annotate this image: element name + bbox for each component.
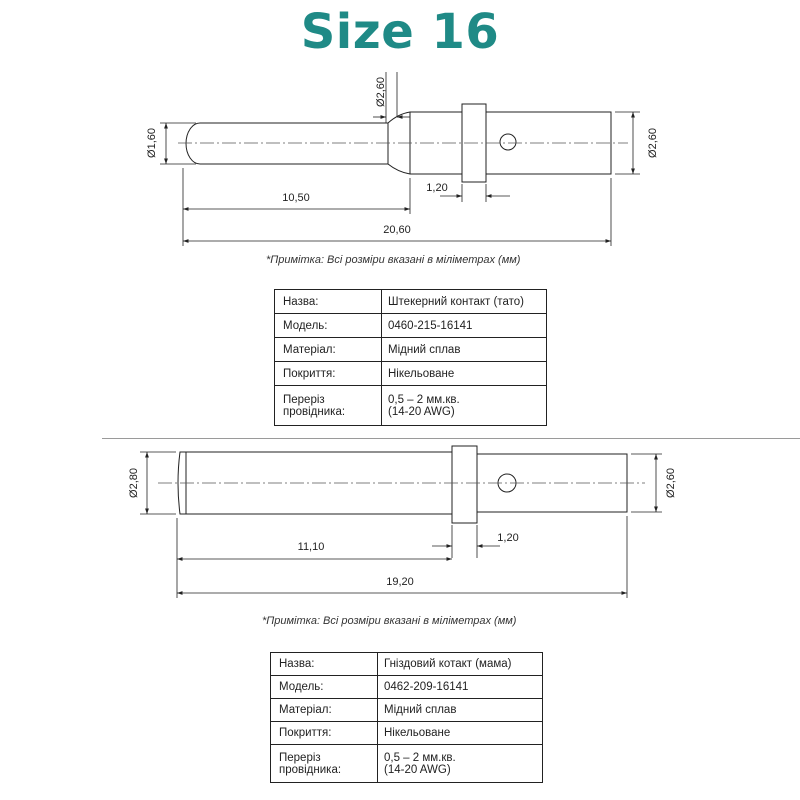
spec-section-label-line2: провідника: — [279, 763, 342, 776]
table-row: Матеріал: Мідний сплав — [274, 337, 547, 362]
spec-section-label: Переріз провідника: — [274, 385, 382, 426]
spec-section-label-line1: Переріз — [279, 751, 321, 764]
female-note: *Примітка: Всі розміри вказані в мілімет… — [262, 615, 517, 627]
male-pin-dimensions — [160, 72, 640, 246]
male-pin-tip — [185, 122, 389, 165]
spec-material-value: Мідний сплав — [381, 337, 547, 362]
dim-female-front-diameter: Ø2,80 — [128, 468, 140, 498]
female-spec-table: Назва: Гніздовий котакт (мама) Модель: 0… — [270, 652, 543, 783]
male-spec-table: Назва: Штекерний контакт (тато) Модель: … — [274, 289, 547, 426]
table-row: Матеріал: Мідний сплав — [270, 698, 543, 722]
female-socket-dimension-labels: Ø2,80 Ø2,60 11,10 1,20 19,20 — [128, 468, 677, 588]
spec-coating-label: Покриття: — [270, 721, 378, 745]
spec-model-value: 0462-209-16141 — [377, 675, 543, 699]
table-row: Покриття: Нікельоване — [274, 361, 547, 386]
spec-coating-label: Покриття: — [274, 361, 382, 386]
spec-name-label: Назва: — [270, 652, 378, 676]
table-row: Переріз провідника: 0,5 – 2 мм.кв. (14-2… — [270, 744, 543, 783]
spec-section-value-line2: (14-20 AWG) — [384, 763, 451, 776]
spec-name-value: Гніздовий котакт (мама) — [377, 652, 543, 676]
table-row: Переріз провідника: 0,5 – 2 мм.кв. (14-2… — [274, 385, 547, 426]
male-pin-drawing — [178, 103, 628, 183]
table-row: Покриття: Нікельоване — [270, 721, 543, 745]
female-socket-dimensions — [140, 451, 662, 598]
female-socket-front — [177, 451, 453, 515]
table-row: Модель: 0462-209-16141 — [270, 675, 543, 699]
spec-material-value: Мідний сплав — [377, 698, 543, 722]
table-row: Назва: Штекерний контакт (тато) — [274, 289, 547, 314]
dim-female-total-length: 19,20 — [386, 576, 414, 588]
dim-female-collar-length: 1,20 — [497, 532, 518, 544]
spec-section-label: Переріз провідника: — [270, 744, 378, 783]
dim-female-front-length: 11,10 — [298, 541, 325, 553]
spec-material-label: Матеріал: — [270, 698, 378, 722]
dim-male-tip-diameter: Ø1,60 — [146, 128, 158, 158]
dim-male-pin-length: 10,50 — [282, 192, 310, 204]
female-socket-collar — [451, 445, 478, 524]
dim-male-total-length: 20,60 — [383, 224, 411, 236]
spec-model-label: Модель: — [274, 313, 382, 338]
spec-coating-value: Нікельоване — [377, 721, 543, 745]
spec-section-value-line1: 0,5 – 2 мм.кв. — [388, 393, 460, 406]
spec-model-label: Модель: — [270, 675, 378, 699]
male-pin-dimension-labels: Ø1,60 Ø2,60 Ø2,60 10,50 1,20 20,60 — [146, 77, 659, 236]
spec-material-label: Матеріал: — [274, 337, 382, 362]
section-divider — [102, 438, 800, 439]
female-socket-drawing — [158, 445, 645, 524]
spec-model-value: 0460-215-16141 — [381, 313, 547, 338]
table-row: Модель: 0460-215-16141 — [274, 313, 547, 338]
spec-section-value-line1: 0,5 – 2 мм.кв. — [384, 751, 456, 764]
spec-section-label-line1: Переріз — [283, 393, 325, 406]
spec-section-value-line2: (14-20 AWG) — [388, 405, 455, 418]
male-pin-hole — [499, 133, 517, 151]
dim-male-neck-diameter: Ø2,60 — [375, 77, 387, 107]
spec-name-label: Назва: — [274, 289, 382, 314]
male-note: *Примітка: Всі розміри вказані в мілімет… — [266, 254, 521, 266]
page-title: Size 16 — [300, 4, 500, 60]
spec-section-label-line2: провідника: — [283, 405, 346, 418]
dim-female-body-diameter: Ø2,60 — [665, 468, 677, 498]
spec-name-value: Штекерний контакт (тато) — [381, 289, 547, 314]
dim-male-collar-length: 1,20 — [426, 182, 447, 194]
dim-male-body-diameter: Ø2,60 — [647, 128, 659, 158]
table-row: Назва: Гніздовий котакт (мама) — [270, 652, 543, 676]
spec-coating-value: Нікельоване — [381, 361, 547, 386]
spec-section-value: 0,5 – 2 мм.кв. (14-20 AWG) — [377, 744, 543, 783]
spec-section-value: 0,5 – 2 мм.кв. (14-20 AWG) — [381, 385, 547, 426]
